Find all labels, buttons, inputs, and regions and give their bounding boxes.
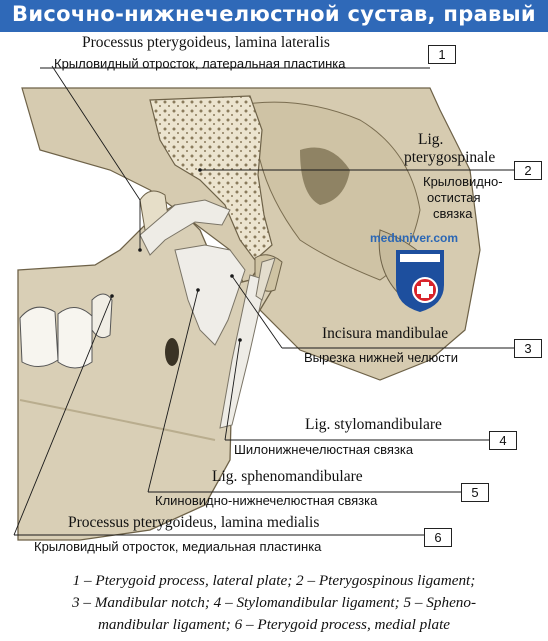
label-1-russian: Крыловидный отросток, латеральная пласти… [54,56,346,71]
label-4-russian: Шилонижнечелюстная связка [234,442,414,457]
label-6-number: 6 [424,528,452,547]
page-title: Височно-нижнечелюстной сустав, правый [12,2,536,26]
leader-lines [13,65,515,536]
caption-line-1: 1 – Pterygoid process, lateral plate; 2 … [72,572,476,589]
label-4-latin: Lig. stylomandibulare [305,416,442,433]
label-1-latin: Processus pterygoideus, lamina lateralis [82,34,330,51]
title-bar [0,0,548,32]
pterygospinous-ligament [139,199,231,256]
label-5-latin: Lig. sphenomandibulare [212,468,363,485]
watermark-logo [396,250,444,312]
label-5-russian: Клиновидно-нижнечелюстная связка [155,493,378,508]
label-2-russian-3: связка [433,206,473,221]
label-2-latin-2: pterygospinale [404,149,496,166]
label-2-russian: Крыловидно- [423,174,503,189]
label-3-latin: Incisura mandibulae [322,325,449,342]
label-2-russian-2: остистая [427,190,481,205]
label-6-russian: Крыловидный отросток, медиальная пластин… [34,539,322,554]
caption-line-3: mandibular ligament; 6 – Pterygoid proce… [97,616,451,633]
label-3-russian: Вырезка нижней челюсти [304,350,459,365]
label-1-number: 1 [428,45,456,64]
label-6-latin: Processus pterygoideus, lamina medialis [68,514,320,531]
caption-line-2: 3 – Mandibular notch; 4 – Stylomandibula… [71,594,477,611]
teeth [19,293,113,369]
label-3-number: 3 [514,339,542,358]
label-4-number: 4 [489,431,517,450]
label-5-number: 5 [461,483,489,502]
sphenomandibular-ligament [174,244,246,346]
watermark-text: meduniver.com [370,231,459,245]
label-2-latin: Lig. [418,131,444,148]
label-2-number: 2 [514,161,542,180]
